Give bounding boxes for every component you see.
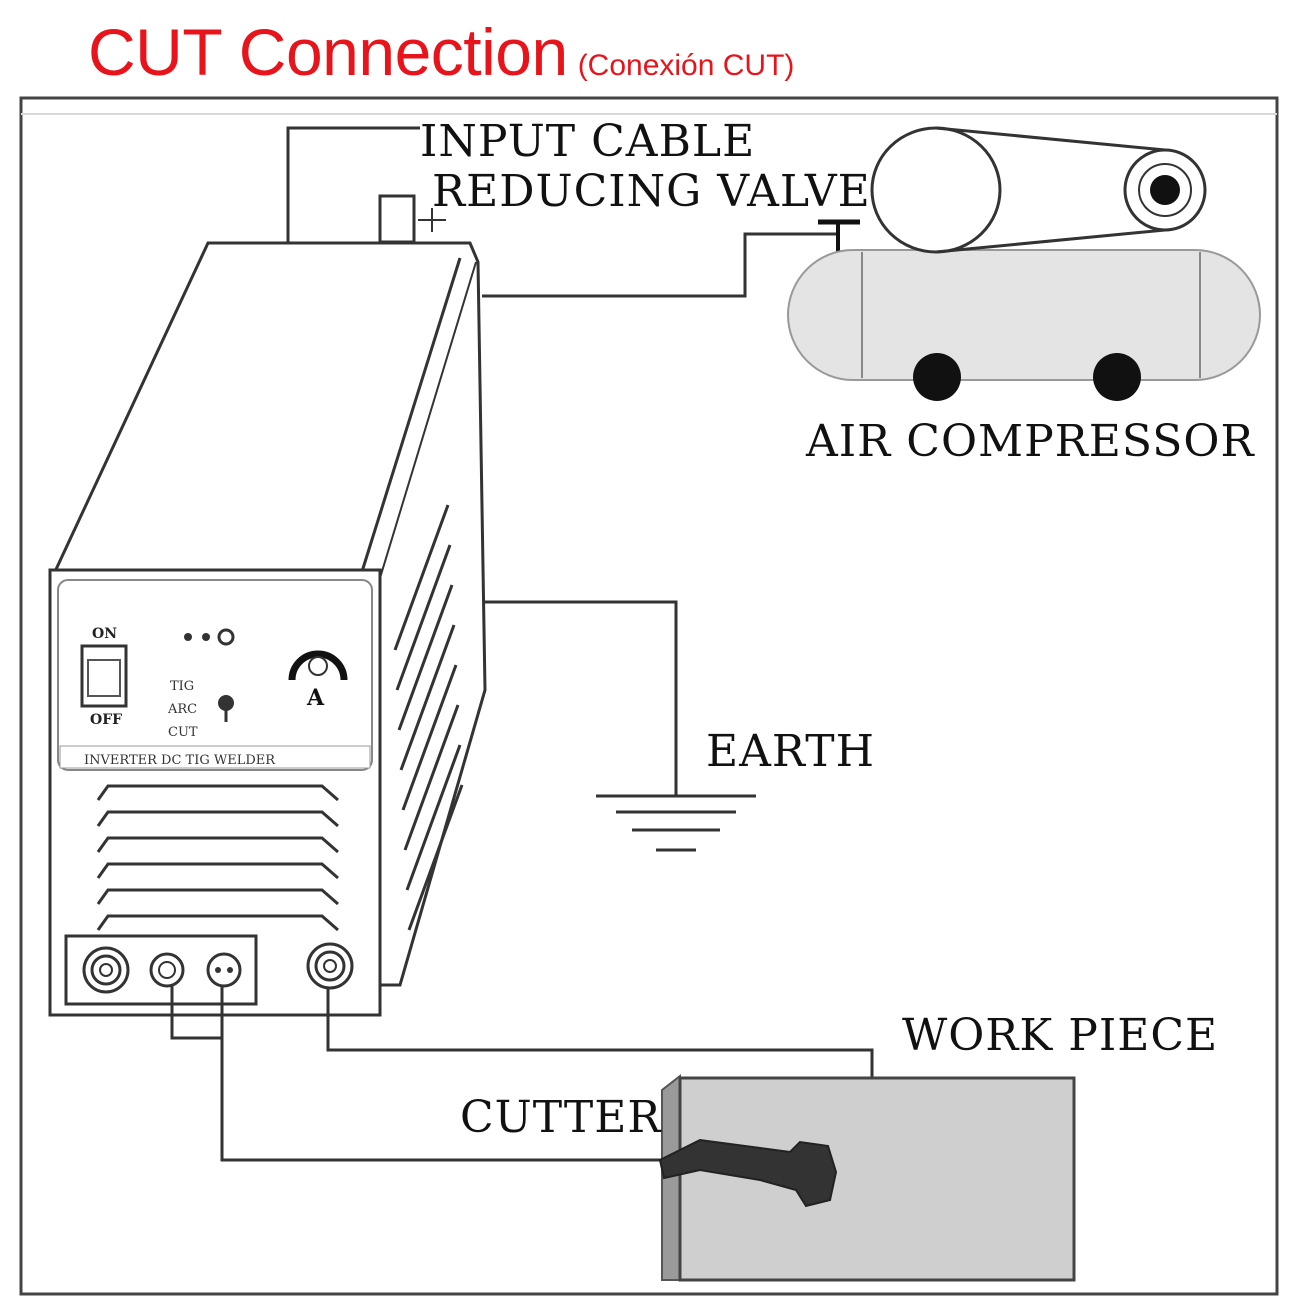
title-subtitle: (Conexión CUT) [577,49,795,82]
indicator-lights [184,628,235,646]
air-hose [482,232,836,298]
switch-on-label: ON [92,626,117,642]
torch-cable [220,986,664,1162]
work-clamp-wire [326,988,874,1080]
cutter-label: CUTTER [460,1092,662,1143]
welder-machine: ON OFF TIG ARC CUT A INVERTER DC TIG WEL… [48,241,487,1017]
input-cable-wire [286,126,420,243]
title-main: CUT Connection [88,15,568,89]
air-compressor [787,126,1261,401]
diagram-title: CUT Connection (Conexión CUT) [88,14,794,90]
mode-arc-label: ARC [167,702,197,717]
power-switch: ON OFF [80,626,128,728]
cutter-torch [658,1138,838,1208]
reducing-valve-label: REDUCING VALVE [432,166,871,217]
switch-off-label: OFF [90,712,122,728]
mode-cut-label: CUT [168,725,198,740]
work-piece [661,1073,1076,1282]
earth-label: EARTH [706,726,875,777]
earth-wire [484,600,678,796]
input-cable-label: INPUT CABLE [420,116,755,167]
output-terminals [82,942,354,994]
earth-ground-symbol [596,794,756,852]
mode-selector: TIG ARC CUT [167,679,234,740]
work-piece-label: WORK PIECE [902,1010,1218,1061]
brand-label: INVERTER DC TIG WELDER [84,753,276,768]
air-compressor-label: AIR COMPRESSOR [805,416,1256,467]
torch-gas-wire [170,986,222,1040]
mode-tig-label: TIG [170,679,194,694]
front-vents [96,784,339,932]
svg-text:A: A [306,685,325,711]
side-vents [393,504,464,931]
current-knob: A [288,650,348,711]
diagram-frame [19,96,1279,1296]
